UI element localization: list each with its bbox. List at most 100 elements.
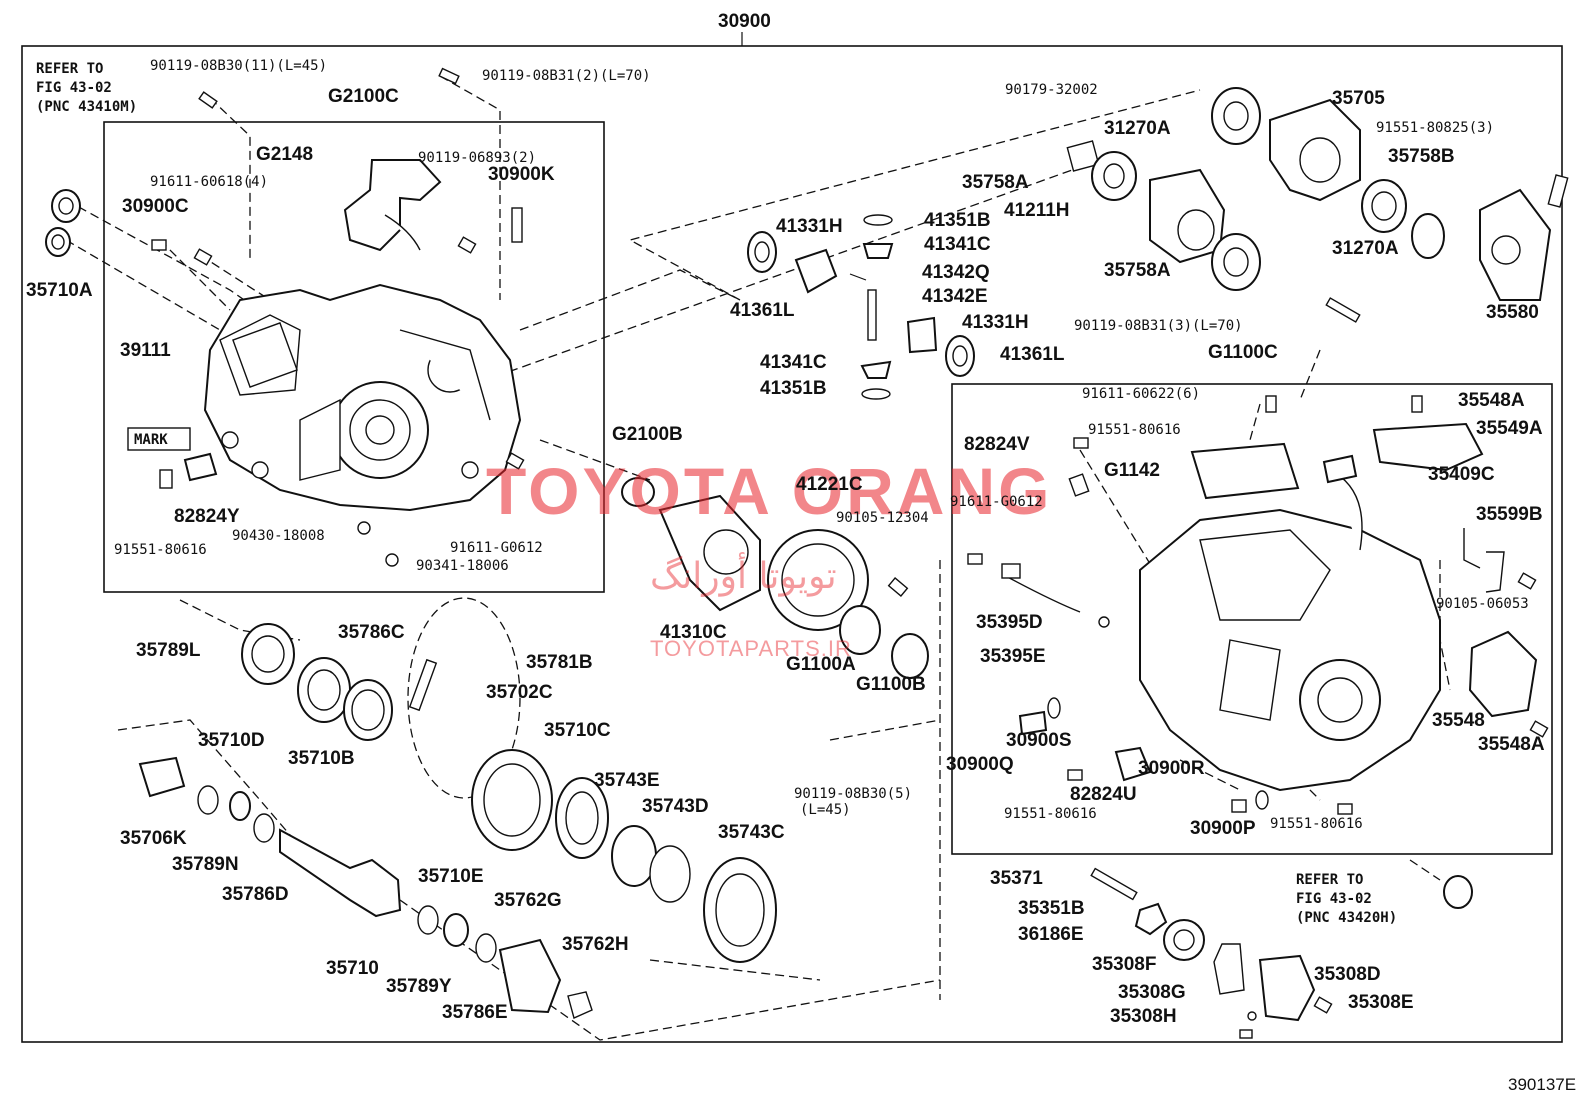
part-label-91611-g0612: 91611-G0612 <box>950 494 1043 510</box>
part-label-41221c: 41221C <box>796 474 863 495</box>
part-label-35395e: 35395E <box>980 646 1046 667</box>
part-label-35409c: 35409C <box>1428 464 1495 485</box>
part-label-35758b: 35758B <box>1388 146 1455 167</box>
part-label-90119-08b30-5-: 90119-08B30(5) <box>794 786 912 802</box>
part-label-35710a: 35710A <box>26 280 93 301</box>
part-label-35549a: 35549A <box>1476 418 1543 439</box>
figure-code: 390137E <box>1508 1075 1576 1094</box>
part-label-35702c: 35702C <box>486 682 553 703</box>
part-label-30900r: 30900R <box>1138 758 1205 779</box>
part-label-90179-32002: 90179-32002 <box>1005 82 1098 98</box>
part-label-35762g: 35762G <box>494 890 562 911</box>
svg-text:MARK: MARK <box>134 432 168 448</box>
part-labels: 90119-08B30(11)(L=45) 90119-08B31(2)(L=70… <box>26 58 1545 1027</box>
part-label-41331h: 41331H <box>776 216 843 237</box>
part-label-g2148: G2148 <box>256 144 313 165</box>
part-label-35580: 35580 <box>1486 302 1539 323</box>
part-label-35789y: 35789Y <box>386 976 452 997</box>
assembly-dashed-lines <box>65 75 1451 1041</box>
part-label-41341c: 41341C <box>924 234 991 255</box>
part-label-31270a: 31270A <box>1104 118 1171 139</box>
part-label-35743c: 35743C <box>718 822 785 843</box>
svg-text:FIG 43-02: FIG 43-02 <box>1296 891 1372 907</box>
svg-text:FIG 43-02: FIG 43-02 <box>36 80 112 96</box>
part-label-41310c: 41310C <box>660 622 727 643</box>
part-label-35758a: 35758A <box>1104 260 1171 281</box>
part-label-35308g: 35308G <box>1118 982 1186 1003</box>
watermark: TOYOTA ORANG تويوتا أورانگ TOYOTAPARTS.I… <box>486 454 1049 661</box>
part-label-82824y: 82824Y <box>174 506 240 527</box>
part-label-35351b: 35351B <box>1018 898 1085 919</box>
part-label-g1100c: G1100C <box>1208 342 1278 363</box>
part-label-91551-80616: 91551-80616 <box>1270 816 1363 832</box>
oil-tube-g2148 <box>343 159 442 252</box>
part-label-35786e: 35786E <box>442 1002 508 1023</box>
part-label--l-45-: (L=45) <box>800 802 851 818</box>
part-label-35762h: 35762H <box>562 934 629 955</box>
part-label-91611-60618-4-: 91611-60618(4) <box>150 174 268 190</box>
right-subassembly-box <box>951 383 1553 855</box>
lower-gear-train-parts <box>138 597 777 1019</box>
part-label-90105-12304: 90105-12304 <box>836 510 929 526</box>
part-label-35308e: 35308E <box>1348 992 1414 1013</box>
part-label-30900p: 30900P <box>1190 818 1256 839</box>
part-label-35786c: 35786C <box>338 622 405 643</box>
svg-text:REFER TO: REFER TO <box>36 61 103 77</box>
part-label-30900c: 30900C <box>122 196 189 217</box>
part-label-41331h: 41331H <box>962 312 1029 333</box>
part-label-90119-08b30-11-l-45-: 90119-08B30(11)(L=45) <box>150 58 327 74</box>
part-label-35743d: 35743D <box>642 796 709 817</box>
oil-pump-parts <box>1090 867 1473 1039</box>
svg-text:تويوتا أورانگ: تويوتا أورانگ <box>650 552 837 597</box>
differential-parts <box>621 214 975 679</box>
svg-text:(PNC 43410M): (PNC 43410M) <box>36 99 137 115</box>
part-label-90119-08b31-2-l-70-: 90119-08B31(2)(L=70) <box>482 68 651 84</box>
part-label-41361l: 41361L <box>1000 344 1065 365</box>
part-label-90105-06053: 90105-06053 <box>1436 596 1529 612</box>
part-label-91551-80616: 91551-80616 <box>1088 422 1181 438</box>
part-label-90430-18008: 90430-18008 <box>232 528 325 544</box>
part-label-g1100b: G1100B <box>856 674 926 695</box>
part-label-91611-60622-6-: 91611-60622(6) <box>1082 386 1200 402</box>
part-label-35710b: 35710B <box>288 748 355 769</box>
part-label-35710: 35710 <box>326 958 379 979</box>
outer-frame <box>21 45 1563 1043</box>
part-label-35743e: 35743E <box>594 770 660 791</box>
part-label-91551-80616: 91551-80616 <box>114 542 207 558</box>
part-label-31270a: 31270A <box>1332 238 1399 259</box>
svg-text:REFER TO: REFER TO <box>1296 872 1363 888</box>
part-label-35308f: 35308F <box>1092 954 1156 975</box>
part-label-35758a: 35758A <box>962 172 1029 193</box>
part-label-41341c: 41341C <box>760 352 827 373</box>
part-label-90119-06893-2-: 90119-06893(2) <box>418 150 536 166</box>
part-label-41342q: 41342Q <box>922 262 990 283</box>
part-label-39111: 39111 <box>120 340 171 361</box>
part-label-30900q: 30900Q <box>946 754 1014 775</box>
part-label-35706k: 35706K <box>120 828 187 849</box>
part-label-g2100c: G2100C <box>328 86 399 107</box>
part-label-35308d: 35308D <box>1314 964 1381 985</box>
part-label-91551-80616: 91551-80616 <box>1004 806 1097 822</box>
mark-tag: MARK <box>127 427 191 451</box>
part-label-g1142: G1142 <box>1104 460 1160 481</box>
part-label-82824v: 82824V <box>964 434 1030 455</box>
part-label-35710e: 35710E <box>418 866 484 887</box>
left-subassembly-box <box>103 121 605 593</box>
part-label-91611-g0612: 91611-G0612 <box>450 540 543 556</box>
part-label-35395d: 35395D <box>976 612 1043 633</box>
part-label-35308h: 35308H <box>1110 1006 1177 1027</box>
part-label-90341-18006: 90341-18006 <box>416 558 509 574</box>
part-label-35548a: 35548A <box>1458 390 1525 411</box>
svg-text:TOYOTAPARTS.IR: TOYOTAPARTS.IR <box>650 636 852 661</box>
part-label-35710c: 35710C <box>544 720 611 741</box>
part-label-91551-80825-3-: 91551-80825(3) <box>1376 120 1494 136</box>
part-label-g1100a: G1100A <box>786 654 856 675</box>
part-label-35786d: 35786D <box>222 884 289 905</box>
part-label-30900s: 30900S <box>1006 730 1072 751</box>
svg-text:(PNC 43420H): (PNC 43420H) <box>1296 910 1397 926</box>
part-label-82824u: 82824U <box>1070 784 1137 805</box>
part-label-35599b: 35599B <box>1476 504 1543 525</box>
left-small-parts <box>45 67 525 567</box>
part-label-35548a: 35548A <box>1478 734 1545 755</box>
